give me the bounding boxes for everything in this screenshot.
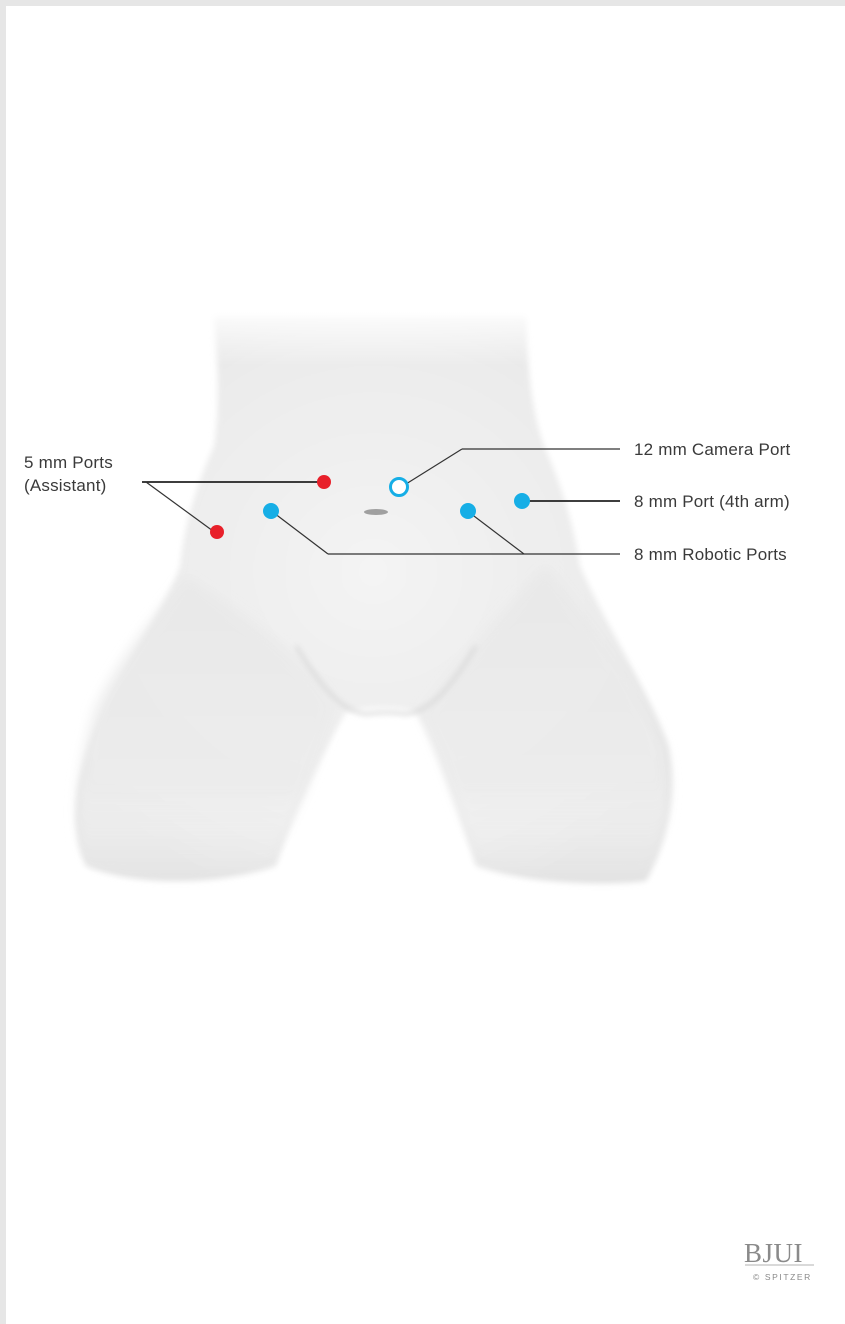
port-placement-diagram: 5 mm Ports (Assistant) 12 mm Camera Port… bbox=[6, 6, 845, 1324]
body-illustration bbox=[76, 306, 672, 883]
assistant-port-lower bbox=[210, 525, 224, 539]
bjui-logo: BJUI © SPITZER bbox=[744, 1238, 814, 1282]
navel bbox=[364, 509, 388, 515]
robotic-ports-label: 8 mm Robotic Ports bbox=[634, 545, 787, 564]
assistant-ports-label-line1: 5 mm Ports bbox=[24, 453, 113, 472]
fourth-arm-port bbox=[514, 493, 530, 509]
assistant-ports-label-line2: (Assistant) bbox=[24, 476, 107, 495]
camera-port-ring bbox=[391, 479, 408, 496]
camera-port-label: 12 mm Camera Port bbox=[634, 440, 791, 459]
robotic-port-left bbox=[263, 503, 279, 519]
assistant-port-upper bbox=[317, 475, 331, 489]
fourth-arm-port-label: 8 mm Port (4th arm) bbox=[634, 492, 790, 511]
logo-sub-text: © SPITZER bbox=[753, 1272, 812, 1282]
logo-main-text: BJUI bbox=[744, 1238, 803, 1268]
robotic-port-right bbox=[460, 503, 476, 519]
torso-top-fade bbox=[196, 306, 546, 366]
figure-page: 5 mm Ports (Assistant) 12 mm Camera Port… bbox=[6, 6, 845, 1324]
